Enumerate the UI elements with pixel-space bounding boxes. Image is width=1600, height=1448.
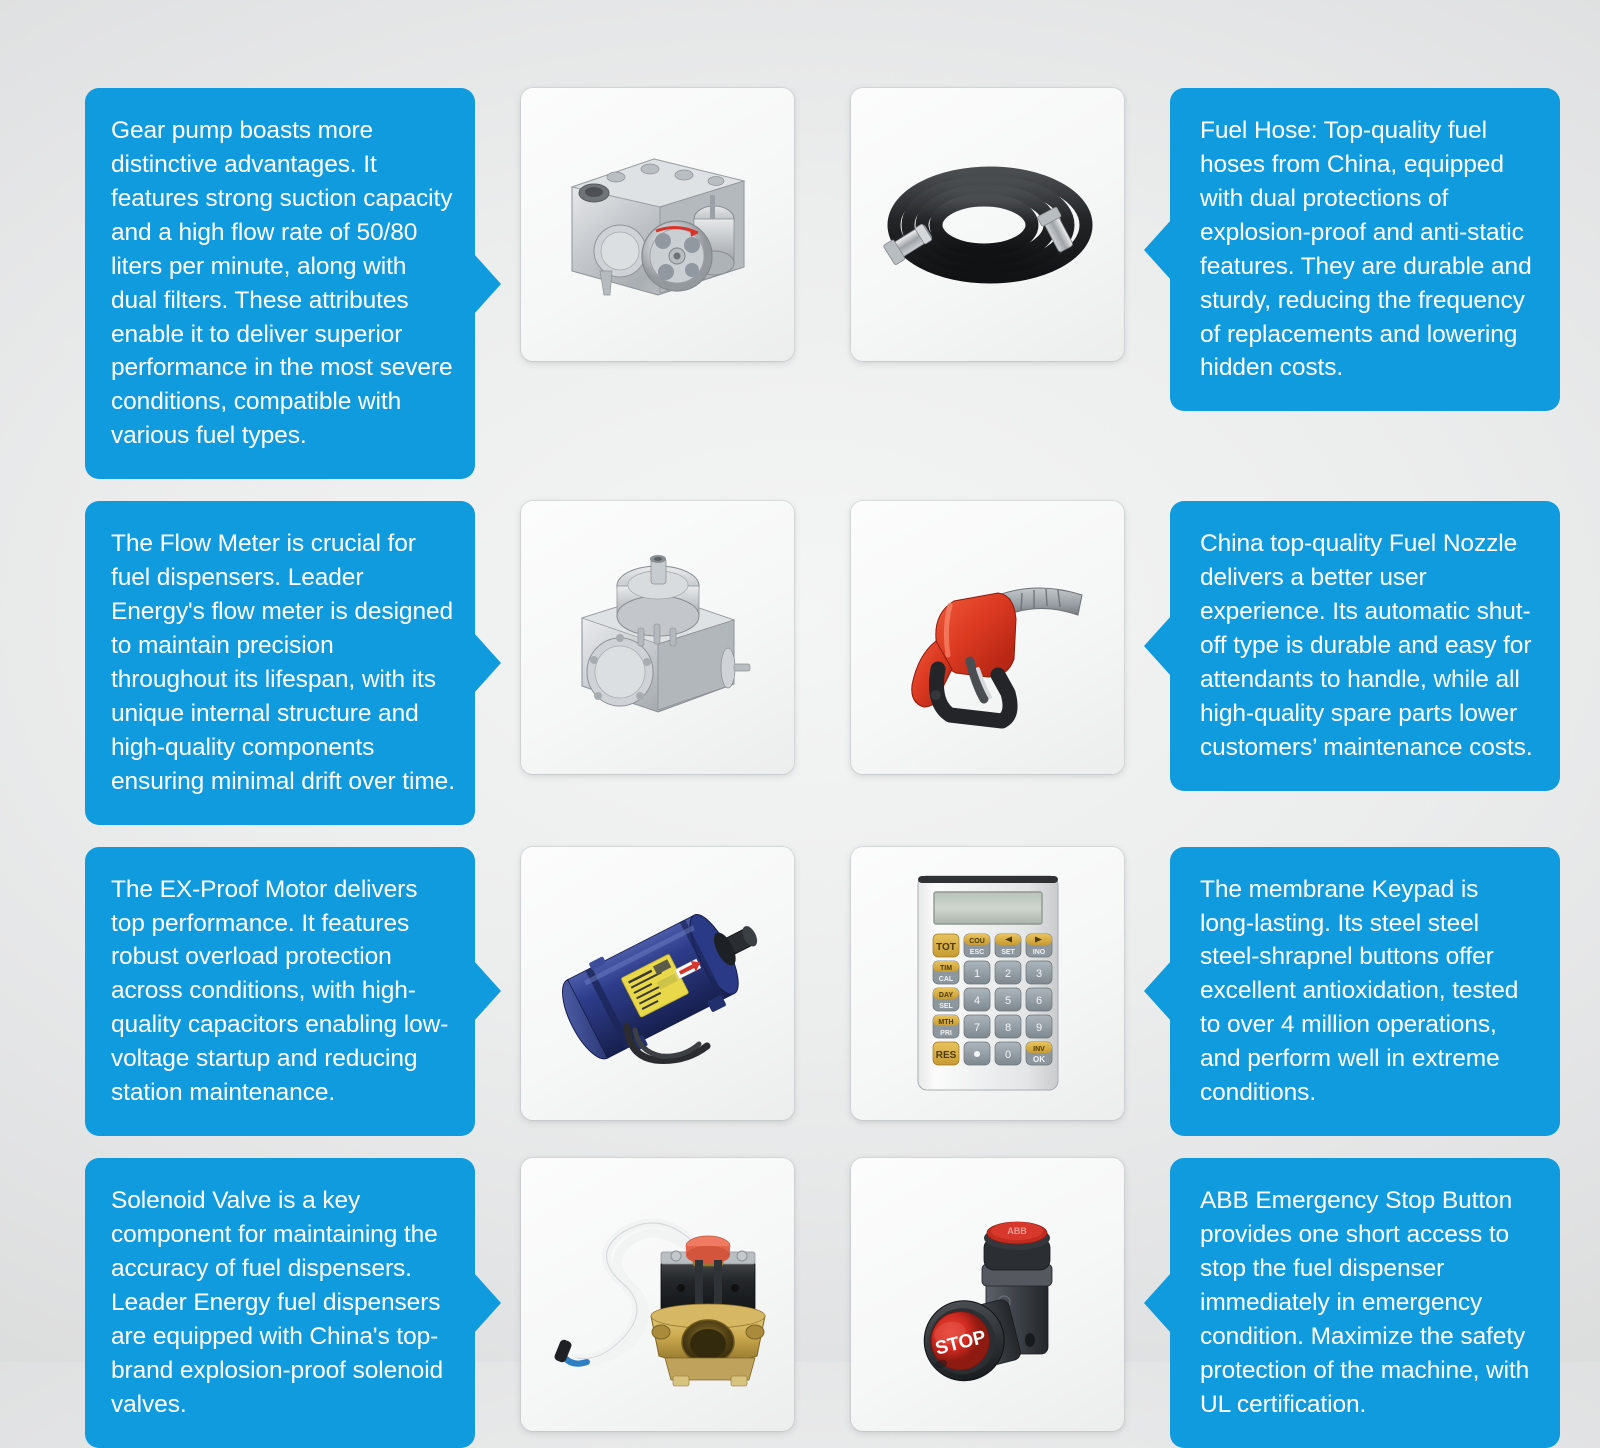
- svg-text:OK: OK: [1033, 1055, 1045, 1064]
- svg-text:5: 5: [1004, 995, 1010, 1007]
- image-card-solenoid-valve: [521, 1158, 794, 1432]
- callout-fuel-nozzle-text: China top-quality Fuel Nozzle delivers a…: [1200, 530, 1533, 761]
- callout-fuel-hose: Fuel Hose: Top-quality fuel hoses from C…: [1170, 88, 1560, 412]
- callout-ex-proof-motor-text: The EX-Proof Motor delivers top performa…: [111, 875, 449, 1107]
- membrane-keypad-illustration: TOT COU ESC SET INO: [917, 875, 1058, 1091]
- svg-text:4: 4: [973, 995, 979, 1007]
- svg-text:DAY: DAY: [938, 992, 952, 999]
- svg-text:ABB: ABB: [1007, 1226, 1027, 1236]
- callout-solenoid-valve-text: Solenoid Valve is a key component for ma…: [111, 1187, 444, 1418]
- callout-ex-proof-motor: The EX-Proof Motor delivers top performa…: [85, 846, 475, 1137]
- svg-text:SET: SET: [1001, 949, 1015, 956]
- fuel-hose-illustration: [882, 166, 1092, 283]
- image-card-ex-proof-motor: [521, 846, 794, 1120]
- image-card-gear-pump: [521, 88, 794, 361]
- callout-gear-pump-text: Gear pump boasts more distinctive advant…: [111, 117, 453, 450]
- callout-fuel-nozzle: China top-quality Fuel Nozzle delivers a…: [1170, 501, 1560, 791]
- svg-text:INV: INV: [1033, 1046, 1045, 1053]
- image-card-fuel-hose: [851, 88, 1124, 361]
- callout-flow-meter: The Flow Meter is crucial for fuel dispe…: [85, 501, 475, 825]
- callout-flow-meter-text: The Flow Meter is crucial for fuel dispe…: [111, 530, 455, 795]
- svg-text:8: 8: [1004, 1022, 1010, 1034]
- svg-text:PRI: PRI: [940, 1030, 952, 1037]
- callout-gear-pump: Gear pump boasts more distinctive advant…: [85, 88, 475, 480]
- image-card-emergency-stop-button: ABB STOP: [851, 1158, 1124, 1432]
- svg-text:9: 9: [1035, 1022, 1041, 1034]
- gear-pump-illustration: [569, 157, 746, 296]
- svg-text:TOT: TOT: [936, 942, 956, 953]
- svg-text:CAL: CAL: [938, 976, 953, 983]
- svg-text:7: 7: [973, 1022, 979, 1034]
- callout-emergency-stop-button-text: ABB Emergency Stop Button provides one s…: [1200, 1187, 1530, 1418]
- svg-text:SEL: SEL: [939, 1003, 953, 1010]
- svg-text:COU: COU: [969, 938, 985, 945]
- svg-text:TIM: TIM: [939, 965, 951, 972]
- svg-text:RES: RES: [935, 1050, 956, 1061]
- emergency-stop-button-illustration: ABB STOP: [923, 1221, 1052, 1381]
- callout-membrane-keypad-text: The membrane Keypad is long-lasting. Its…: [1200, 875, 1519, 1107]
- fuel-nozzle-illustration: [910, 587, 1083, 729]
- callout-fuel-hose-text: Fuel Hose: Top-quality fuel hoses from C…: [1200, 117, 1532, 382]
- svg-text:MTH: MTH: [938, 1019, 953, 1026]
- callout-membrane-keypad: The membrane Keypad is long-lasting. Its…: [1170, 846, 1560, 1137]
- svg-text:6: 6: [1035, 995, 1041, 1007]
- callout-solenoid-valve: Solenoid Valve is a key component for ma…: [85, 1158, 475, 1448]
- svg-text:1: 1: [973, 968, 979, 980]
- svg-text:0: 0: [1004, 1049, 1010, 1061]
- svg-text:ESC: ESC: [969, 949, 983, 956]
- svg-text:2: 2: [1004, 968, 1010, 980]
- svg-text:INO: INO: [1032, 949, 1045, 956]
- callout-emergency-stop-button: ABB Emergency Stop Button provides one s…: [1170, 1158, 1560, 1448]
- infographic-page: Gear pump boasts more distinctive advant…: [0, 0, 1600, 1362]
- svg-text:3: 3: [1035, 968, 1041, 980]
- flow-meter-illustration: [580, 554, 750, 713]
- image-card-membrane-keypad: TOT COU ESC SET INO: [851, 846, 1124, 1120]
- solenoid-valve-illustration: [554, 1218, 766, 1386]
- image-card-flow-meter: [521, 501, 794, 775]
- ex-proof-motor-illustration: [561, 914, 757, 1065]
- component-grid: Gear pump boasts more distinctive advant…: [85, 88, 1560, 1448]
- image-card-fuel-nozzle: [851, 501, 1124, 775]
